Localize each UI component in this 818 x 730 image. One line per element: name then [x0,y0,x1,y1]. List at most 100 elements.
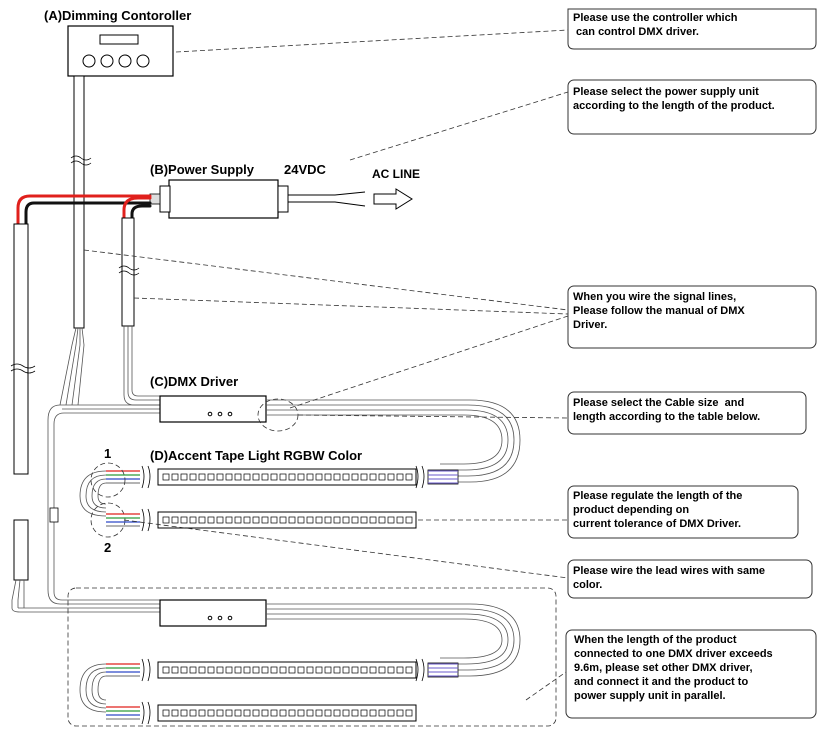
voltage-label: 24VDC [284,162,327,177]
note-6-line-2: color. [573,579,602,591]
ac-line-label: AC LINE [372,167,420,181]
led-chip [216,473,224,481]
note-5: Please regulate the length of the produc… [567,485,799,539]
led-chip [162,666,170,674]
led-chip [171,473,179,481]
led-chip [297,666,305,674]
led-chip [405,516,413,524]
led-chip [315,516,323,524]
led-chip [315,666,323,674]
tape-connector-loop-2 [79,663,107,713]
led-chip [180,666,188,674]
led-chip [234,516,242,524]
left-power-cable [10,223,36,608]
led-chip [405,666,413,674]
led-chip [351,516,359,524]
controller-knob-icon [118,54,132,68]
led-chip [261,473,269,481]
note-5-line-2: product depending on [573,504,689,516]
led-chip [288,709,296,717]
connection-point-1 [90,462,126,498]
led-chip [216,666,224,674]
note-2-line-2: according to the length of the product. [573,100,775,112]
led-chip [297,709,305,717]
led-chip [351,473,359,481]
dmx-driver-1 [159,395,267,423]
led-chip [288,666,296,674]
note-3: When you wire the signal lines, Please f… [567,285,817,349]
note-7-line-3: 9.6m, please set other DMX driver, [574,662,753,674]
led-chip [216,709,224,717]
led-chip [342,709,350,717]
led-chip [252,516,260,524]
led-chip [207,666,215,674]
led-chip [270,473,278,481]
led-chip [297,473,305,481]
led-chip [387,516,395,524]
led-chip [225,709,233,717]
tape-light-row-2 [106,508,417,532]
note-6: Please wire the lead wires with same col… [567,559,813,599]
led-chip [306,666,314,674]
led-chip [252,709,260,717]
led-chip [189,666,197,674]
led-chip [306,473,314,481]
led-chip [198,516,206,524]
note-7-line-4: and connect it and the product to [574,676,748,688]
dmx-driver-label: (C)DMX Driver [150,374,238,389]
led-chip [396,709,404,717]
led-chip [297,516,305,524]
led-chip [243,516,251,524]
led-chip [315,709,323,717]
led-chip [378,473,386,481]
led-chip [207,516,215,524]
led-chip [315,473,323,481]
led-chip [369,666,377,674]
note-4-line-1: Please select the Cable size and [573,397,744,409]
led-chip [360,709,368,717]
note-2-line-1: Please select the power supply unit [573,86,759,98]
led-chip [351,666,359,674]
note-4-line-2: length according to the table below. [573,411,760,423]
led-chip [171,516,179,524]
led-chip [270,666,278,674]
led-chip [189,473,197,481]
led-chip [198,666,206,674]
led-chip [333,473,341,481]
dimming-controller [67,25,174,77]
led-chip [324,709,332,717]
led-chip [387,666,395,674]
led-chip [342,666,350,674]
led-chip [369,709,377,717]
led-chip [225,516,233,524]
led-chip [189,709,197,717]
led-chip [378,666,386,674]
led-chip [198,709,206,717]
led-chip [306,516,314,524]
led-chip [306,709,314,717]
led-chip [360,666,368,674]
led-chip [207,473,215,481]
marker-1: 1 [104,446,111,461]
led-chip [360,473,368,481]
tape-light-row-3 [106,658,459,682]
led-chip [405,473,413,481]
led-chip [351,709,359,717]
power-supply [149,179,289,219]
led-chip [225,666,233,674]
driver-power-cable [118,217,160,406]
led-chip [324,473,332,481]
led-chip [270,516,278,524]
led-chip [324,666,332,674]
led-chip [243,473,251,481]
tape-light-label: (D)Accent Tape Light RGBW Color [150,448,362,463]
led-chip [162,473,170,481]
led-chip [378,516,386,524]
note-7: When the length of the product connected… [565,629,817,719]
controller-knob-icon [100,54,114,68]
led-chip [198,473,206,481]
leader-lines [83,29,569,701]
led-chip [270,709,278,717]
tape-light-row-1 [106,465,459,489]
